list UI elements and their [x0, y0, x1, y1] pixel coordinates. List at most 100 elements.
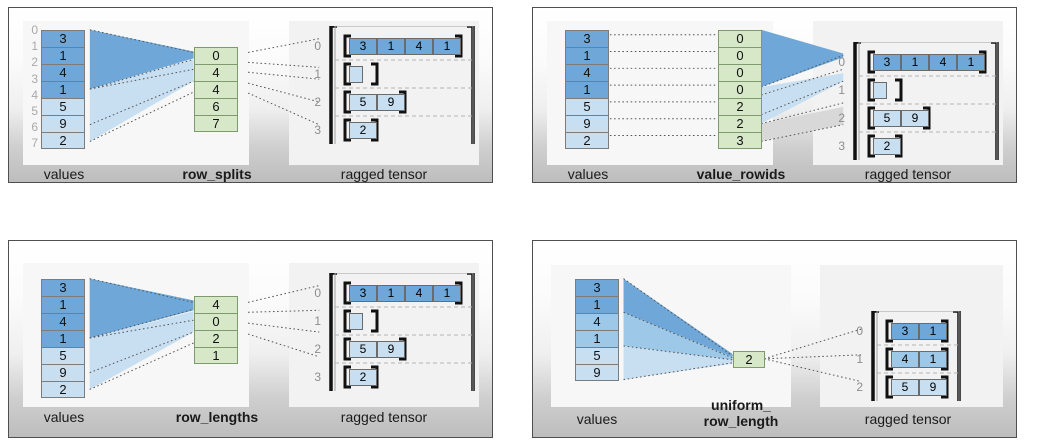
- encoding-cell: 0: [194, 47, 238, 64]
- tensor-caption-row-splits: ragged tensor: [340, 166, 428, 182]
- encoding-cell: 0: [718, 64, 762, 81]
- value-index-label: 2: [31, 55, 38, 70]
- ragged-cell: 9: [377, 93, 405, 111]
- encoding-column-uniform: 2: [733, 351, 765, 368]
- ragged-cell: 1: [957, 53, 985, 71]
- ragged-row-label: 1: [314, 67, 321, 81]
- value-index-label: 3: [31, 71, 38, 86]
- ragged-cell: 4: [891, 350, 919, 368]
- encoding-cell: 2: [733, 351, 765, 368]
- value-index-label: 7: [31, 136, 38, 151]
- values-caption-uniform: values: [576, 411, 618, 427]
- value-cell: 1: [565, 81, 609, 98]
- ragged-cell: 5: [873, 109, 901, 127]
- ragged-row-label: 2: [838, 111, 845, 125]
- ragged-cell: 3: [349, 284, 377, 302]
- value-cell: 1: [575, 296, 619, 313]
- ragged-cell: 5: [349, 93, 377, 111]
- value-cell: 2: [41, 132, 85, 149]
- card-tensor-value-rowids: [813, 21, 1003, 165]
- value-cell: 5: [575, 347, 619, 364]
- ragged-cell: 1: [433, 37, 461, 55]
- encoding-cell: 6: [194, 98, 238, 115]
- value-cell: 1: [41, 330, 85, 347]
- ragged-brackets: [853, 42, 999, 160]
- ragged-brackets: [329, 273, 475, 391]
- encoding-cell: 0: [718, 30, 762, 47]
- ragged-cell: 9: [377, 340, 405, 358]
- value-cell: 3: [41, 30, 85, 47]
- value-cell: 9: [575, 364, 619, 381]
- ragged-cell: 5: [349, 340, 377, 358]
- value-cell: 1: [565, 47, 609, 64]
- ragged-row-label: 2: [314, 95, 321, 109]
- encoding-cell: 4: [194, 64, 238, 81]
- ragged-brackets: [329, 26, 475, 144]
- ragged-brackets: [871, 311, 961, 401]
- value-cell: 2: [565, 132, 609, 149]
- ragged-row-label: 0: [856, 324, 863, 338]
- value-cell: 5: [41, 347, 85, 364]
- value-cell: 9: [41, 115, 85, 132]
- ragged-cell: 1: [377, 37, 405, 55]
- ragged-row-label: 0: [314, 39, 321, 53]
- value-cell: 5: [41, 98, 85, 115]
- ragged-cell: 3: [873, 53, 901, 71]
- ragged-cell: 1: [919, 350, 947, 368]
- encoding-cell: 3: [718, 132, 762, 149]
- encoding-cell: 2: [194, 330, 238, 347]
- ragged-cell: 3: [349, 37, 377, 55]
- value-cell: 9: [565, 115, 609, 132]
- ragged-cell: 1: [901, 53, 929, 71]
- value-cell: 1: [41, 47, 85, 64]
- tensor-caption-uniform: ragged tensor: [864, 411, 952, 427]
- value-cell: 1: [41, 81, 85, 98]
- ragged-row-label: 2: [314, 342, 321, 356]
- encoding-cell: 4: [194, 296, 238, 313]
- value-index-label: 6: [31, 120, 38, 135]
- encoding-caption-value-rowids: value_rowids: [696, 166, 786, 182]
- ragged-cell: 4: [405, 37, 433, 55]
- ragged-cell: 1: [919, 322, 947, 340]
- value-cell: 2: [41, 381, 85, 398]
- value-cell: 5: [565, 98, 609, 115]
- value-index-label: 5: [31, 104, 38, 118]
- ragged-cell: 1: [433, 284, 461, 302]
- value-cell: 1: [575, 330, 619, 347]
- encoding-cell: 0: [194, 313, 238, 330]
- encoding-cell: 1: [194, 347, 238, 364]
- ragged-cell: 9: [919, 378, 947, 396]
- ragged-cell: 4: [929, 53, 957, 71]
- ragged-row-label: 1: [314, 314, 321, 328]
- ragged-cell: 3: [891, 322, 919, 340]
- ragged-cell: [349, 65, 363, 83]
- encoding-caption-row-splits: row_splits: [182, 166, 252, 182]
- value-index-label: 4: [31, 87, 38, 102]
- values-caption-row-splits: values: [43, 166, 85, 182]
- value-cell: 4: [41, 313, 85, 330]
- ragged-row-label: 1: [856, 352, 863, 366]
- ragged-row-label: 3: [838, 139, 845, 153]
- value-cell: 4: [41, 64, 85, 81]
- ragged-cell: 5: [891, 378, 919, 396]
- encoding-cell: 4: [194, 81, 238, 98]
- value-index-label: 1: [31, 39, 38, 54]
- values-caption-row-lengths: values: [43, 409, 85, 425]
- values-caption-value-rowids: values: [567, 166, 609, 182]
- ragged-row-label: 3: [314, 123, 321, 137]
- value-cell: 9: [41, 364, 85, 381]
- ragged-row-label: 3: [314, 370, 321, 384]
